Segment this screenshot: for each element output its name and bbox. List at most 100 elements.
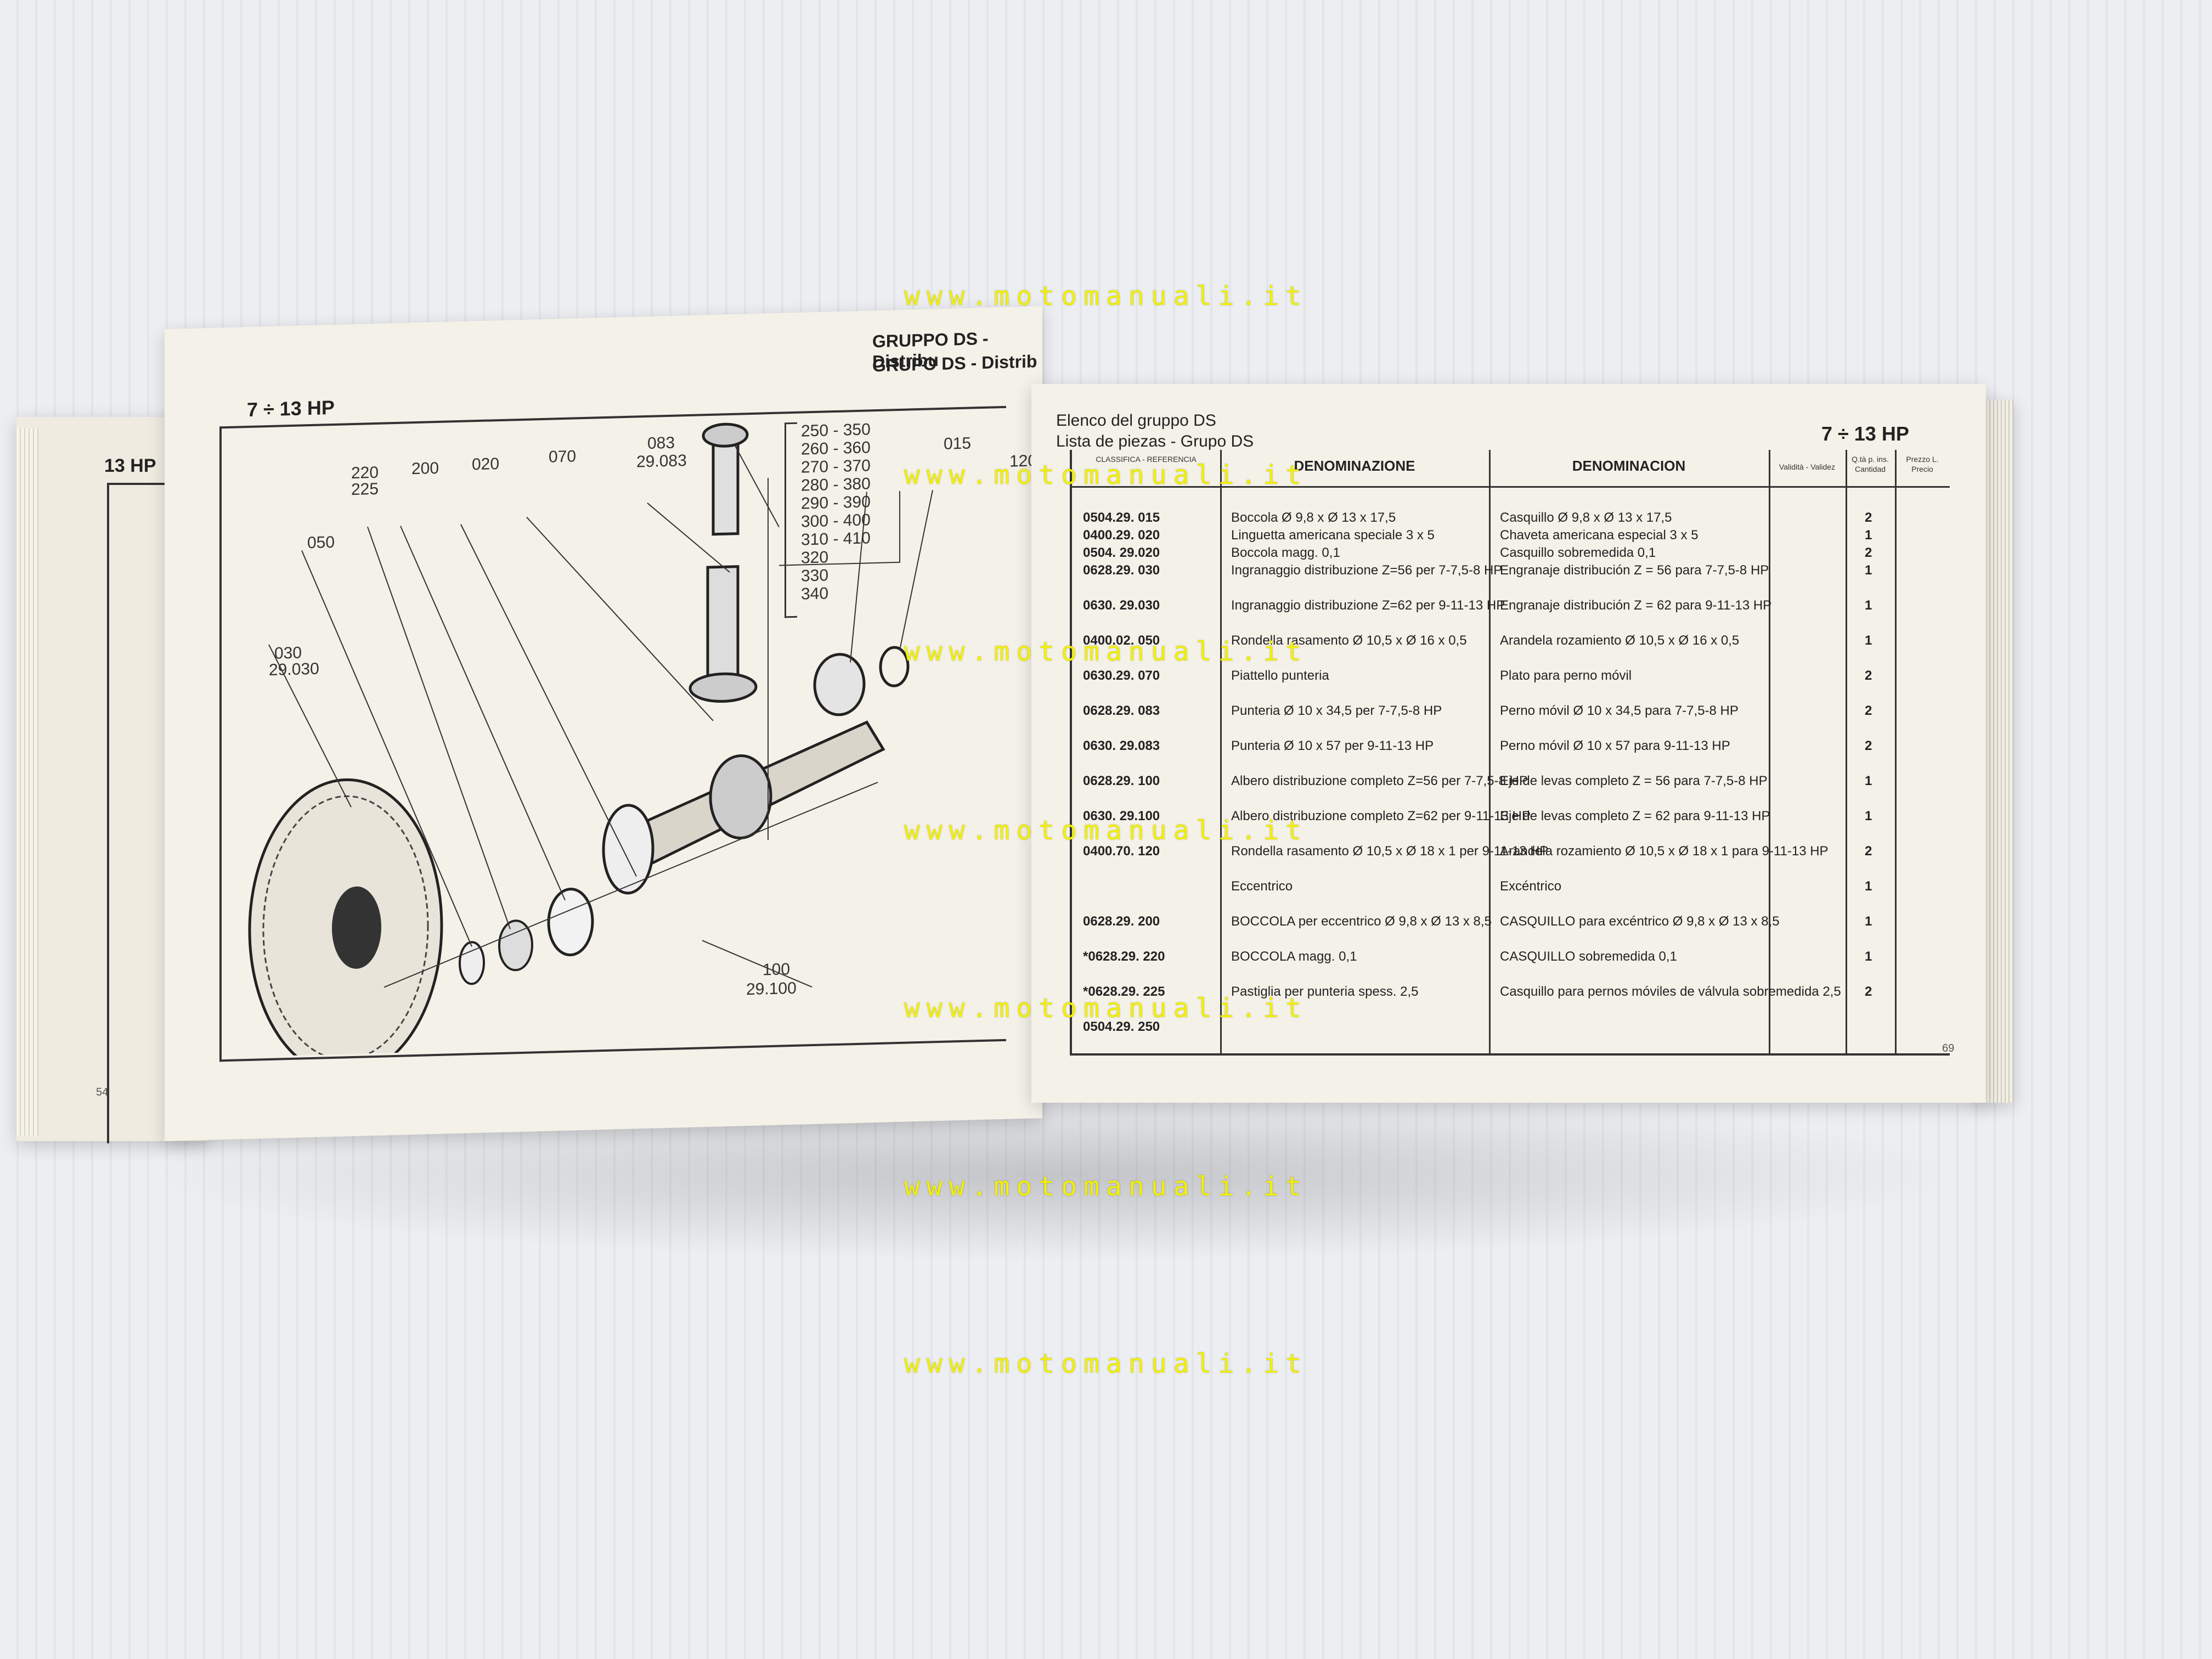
sleeve-drawing bbox=[813, 653, 866, 716]
row-it: BOCCOLA per eccentrico Ø 9,8 x Ø 13 x 8,… bbox=[1231, 914, 1492, 929]
row-it: Ingranaggio distribuzione Z=56 per 7-7,5… bbox=[1231, 563, 1503, 578]
right-page-range: 7 ÷ 13 HP bbox=[1821, 422, 1909, 445]
row-ref: 0628.29. 030 bbox=[1083, 563, 1160, 578]
camshaft-drawing bbox=[602, 720, 885, 895]
row-qty: 1 bbox=[1865, 598, 1872, 613]
left-page-heading-2: GRUPO DS - Distrib bbox=[872, 351, 1037, 376]
size-range-9: 340 bbox=[801, 584, 829, 603]
row-it: Piattello punteria bbox=[1231, 668, 1329, 683]
row-es: Eje de levas completo Z = 62 para 9-11-1… bbox=[1500, 809, 1770, 823]
row-qty: 2 bbox=[1865, 984, 1872, 999]
col-denominazione bbox=[1220, 450, 1491, 1053]
pushrod-drawing bbox=[702, 422, 749, 536]
watermark-text: www.motomanuali.it bbox=[904, 460, 1308, 490]
row-ref: 0630.29. 070 bbox=[1083, 668, 1160, 683]
row-es: Perno móvil Ø 10 x 57 para 9-11-13 HP bbox=[1500, 738, 1730, 753]
watermark-text: www.motomanuali.it bbox=[904, 636, 1308, 667]
watermark-text: www.motomanuali.it bbox=[904, 993, 1308, 1024]
part-label-083: 083 bbox=[647, 433, 675, 453]
row-it: Boccola magg. 0,1 bbox=[1231, 545, 1340, 560]
row-ref: 0628.29. 083 bbox=[1083, 703, 1160, 718]
row-es: Plato para perno móvil bbox=[1500, 668, 1632, 683]
watermark-text: www.motomanuali.it bbox=[904, 815, 1308, 846]
row-es: Casquillo sobremedida 0,1 bbox=[1500, 545, 1656, 560]
header-price: Prezzo L. Precio bbox=[1906, 455, 1939, 473]
size-range-6: 310 - 410 bbox=[801, 529, 871, 549]
size-range-7: 320 bbox=[801, 548, 829, 567]
row-es: Casquillo Ø 9,8 x Ø 13 x 17,5 bbox=[1500, 510, 1672, 525]
row-it: Pastiglia per punteria spess. 2,5 bbox=[1231, 984, 1419, 999]
row-it: Rondella rasamento Ø 10,5 x Ø 18 x 1 per… bbox=[1231, 844, 1549, 859]
back-page-frame bbox=[107, 483, 208, 1143]
row-es: Engranaje distribución Z = 56 para 7-7,5… bbox=[1500, 563, 1769, 578]
row-qty: 2 bbox=[1865, 738, 1872, 753]
row-es: Arandela rozamiento Ø 10,5 x Ø 16 x 0,5 bbox=[1500, 633, 1740, 648]
row-qty: 2 bbox=[1865, 510, 1872, 525]
gear-drawing bbox=[248, 778, 443, 1058]
row-ref: 0628.29. 100 bbox=[1083, 774, 1160, 788]
tappet-drawing bbox=[689, 565, 758, 703]
watermark-text: www.motomanuali.it bbox=[904, 1171, 1308, 1202]
list-title-es: Lista de piezas - Grupo DS bbox=[1056, 432, 1254, 450]
back-page-title: 13 HP bbox=[104, 455, 156, 476]
col-reference bbox=[1072, 450, 1222, 1053]
row-es: Casquillo para pernos móviles de válvula… bbox=[1500, 984, 1841, 999]
row-qty: 2 bbox=[1865, 703, 1872, 718]
size-range-4: 290 - 390 bbox=[801, 493, 871, 513]
row-qty: 1 bbox=[1865, 528, 1872, 543]
header-denominacion: DENOMINACION bbox=[1572, 458, 1686, 474]
row-it: Linguetta americana speciale 3 x 5 bbox=[1231, 528, 1435, 543]
col-denominacion bbox=[1489, 450, 1770, 1053]
bushing-drawing bbox=[498, 919, 533, 972]
size-range-8: 330 bbox=[801, 566, 829, 585]
row-ref: 0630. 29.100 bbox=[1083, 809, 1160, 823]
row-qty: 1 bbox=[1865, 809, 1872, 823]
row-ref: 0504. 29.020 bbox=[1083, 545, 1160, 560]
row-qty: 1 bbox=[1865, 914, 1872, 929]
row-qty: 1 bbox=[1865, 774, 1872, 788]
part-label-015: 015 bbox=[944, 434, 972, 453]
size-range-1: 260 - 360 bbox=[801, 438, 871, 459]
row-ref: 0504.29. 250 bbox=[1083, 1019, 1160, 1034]
row-es: Perno móvil Ø 10 x 34,5 para 7-7,5-8 HP bbox=[1500, 703, 1739, 718]
back-page-number: 54 bbox=[96, 1086, 109, 1098]
row-es: CASQUILLO sobremedida 0,1 bbox=[1500, 949, 1677, 964]
row-it: Albero distribuzione completo Z=62 per 9… bbox=[1231, 809, 1531, 823]
header-reference: CLASSIFICA - REFERENCIA bbox=[1096, 455, 1197, 464]
row-es: Excéntrico bbox=[1500, 879, 1562, 894]
parts-table: CLASSIFICA - REFERENCIA DENOMINAZIONE DE… bbox=[1070, 450, 1950, 1056]
table-header bbox=[1072, 450, 1950, 488]
leader-lines bbox=[268, 445, 933, 988]
size-bracket bbox=[785, 422, 797, 618]
header-validita: Validità - Validez bbox=[1779, 462, 1836, 471]
left-page: 7 ÷ 13 HP GRUPPO DS - Distribu GRUPO DS … bbox=[165, 306, 1042, 1141]
ring-drawing bbox=[879, 646, 910, 687]
row-ref: 0630. 29.083 bbox=[1083, 738, 1160, 753]
row-ref: 0628.29. 200 bbox=[1083, 914, 1160, 929]
row-ref: *0628.29. 225 bbox=[1083, 984, 1165, 999]
right-page: Elenco del gruppo DS Lista de piezas - G… bbox=[1031, 384, 1986, 1103]
size-range-5: 300 - 400 bbox=[801, 511, 871, 531]
part-label-100: 100 bbox=[763, 960, 791, 979]
exploded-diagram bbox=[248, 422, 933, 1058]
row-ref: 0400.70. 120 bbox=[1083, 844, 1160, 859]
row-it: Punteria Ø 10 x 57 per 9-11-13 HP bbox=[1231, 738, 1434, 753]
col-quantity bbox=[1846, 450, 1897, 1053]
bearing-drawing bbox=[547, 888, 594, 957]
row-es: Arandela rozamiento Ø 10,5 x Ø 18 x 1 pa… bbox=[1500, 844, 1829, 859]
header-denominazione: DENOMINAZIONE bbox=[1294, 458, 1415, 474]
row-it: Punteria Ø 10 x 34,5 per 7-7,5-8 HP bbox=[1231, 703, 1442, 718]
row-qty: 1 bbox=[1865, 949, 1872, 964]
watermark-text: www.motomanuali.it bbox=[904, 1348, 1308, 1379]
row-qty: 1 bbox=[1865, 633, 1872, 648]
row-ref: 0400.02. 050 bbox=[1083, 633, 1160, 648]
size-range-0: 250 - 350 bbox=[801, 420, 871, 441]
header-quantity: Q.tà p. ins. Cantidad bbox=[1852, 455, 1889, 473]
row-it: Rondella rasamento Ø 10,5 x Ø 16 x 0,5 bbox=[1231, 633, 1467, 648]
row-it: Boccola Ø 9,8 x Ø 13 x 17,5 bbox=[1231, 510, 1396, 525]
row-es: CASQUILLO para excéntrico Ø 9,8 x Ø 13 x… bbox=[1500, 914, 1780, 929]
left-page-range: 7 ÷ 13 HP bbox=[247, 396, 335, 421]
row-it: Eccentrico bbox=[1231, 879, 1293, 894]
row-es: Engranaje distribución Z = 62 para 9-11-… bbox=[1500, 598, 1772, 613]
row-es: Eje de levas completo Z = 56 para 7-7,5-… bbox=[1500, 774, 1768, 788]
